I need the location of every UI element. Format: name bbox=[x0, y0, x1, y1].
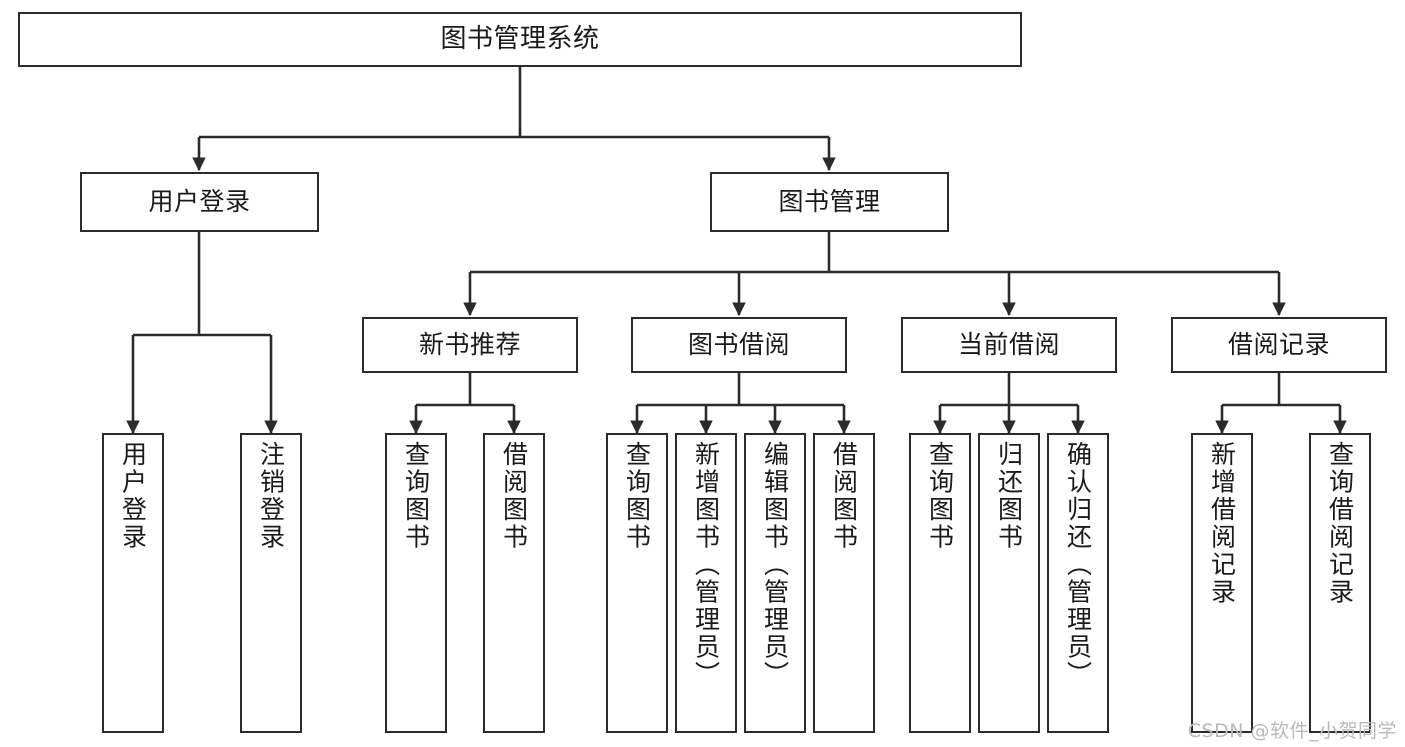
node-label: 借阅图书 bbox=[829, 441, 859, 551]
node-current-borrow[interactable]: 当前借阅 bbox=[901, 317, 1117, 373]
leaf-user-login[interactable]: 用户登录 bbox=[102, 433, 164, 733]
node-label: 查询图书 bbox=[622, 441, 652, 551]
leaf-current-confirm-return-admin[interactable]: 确认归还（管理员） bbox=[1047, 433, 1109, 733]
leaf-record-add-borrow-record[interactable]: 新增借阅记录 bbox=[1191, 433, 1253, 733]
node-label: 新增借阅记录 bbox=[1207, 441, 1237, 606]
leaf-borrow-borrow-book[interactable]: 借阅图书 bbox=[813, 433, 875, 733]
leaf-recommend-query-book[interactable]: 查询图书 bbox=[385, 433, 447, 733]
node-user-login[interactable]: 用户登录 bbox=[80, 172, 319, 232]
node-label: 图书管理系统 bbox=[440, 23, 600, 54]
leaf-current-return-book[interactable]: 归还图书 bbox=[978, 433, 1040, 733]
leaf-borrow-add-book-admin[interactable]: 新增图书（管理员） bbox=[675, 433, 737, 733]
node-label: 用户登录 bbox=[148, 187, 251, 216]
node-book-management[interactable]: 图书管理 bbox=[710, 172, 949, 232]
node-borrow-record[interactable]: 借阅记录 bbox=[1171, 317, 1387, 373]
node-label: 查询图书 bbox=[401, 441, 431, 551]
node-label: 图书管理 bbox=[778, 187, 881, 216]
node-root-system[interactable]: 图书管理系统 bbox=[18, 12, 1022, 67]
node-new-book-recommend[interactable]: 新书推荐 bbox=[362, 317, 578, 373]
node-label: 查询图书 bbox=[925, 441, 955, 551]
node-label: 查询借阅记录 bbox=[1325, 441, 1355, 606]
leaf-current-query-book[interactable]: 查询图书 bbox=[909, 433, 971, 733]
leaf-borrow-edit-book-admin[interactable]: 编辑图书（管理员） bbox=[744, 433, 806, 733]
leaf-record-query-borrow-record[interactable]: 查询借阅记录 bbox=[1309, 433, 1371, 733]
node-book-borrow[interactable]: 图书借阅 bbox=[631, 317, 847, 373]
leaf-recommend-borrow-book[interactable]: 借阅图书 bbox=[483, 433, 545, 733]
node-label: 借阅图书 bbox=[499, 441, 529, 551]
node-label: 新增图书（管理员） bbox=[691, 441, 721, 689]
node-label: 确认归还（管理员） bbox=[1063, 441, 1093, 689]
csdn-watermark: CSDN @软件_小贺同学 bbox=[1187, 720, 1397, 742]
leaf-user-logout[interactable]: 注销登录 bbox=[240, 433, 302, 733]
node-label: 编辑图书（管理员） bbox=[760, 441, 790, 689]
leaf-borrow-query-book[interactable]: 查询图书 bbox=[606, 433, 668, 733]
node-label: 归还图书 bbox=[994, 441, 1024, 551]
node-label: 新书推荐 bbox=[418, 330, 521, 359]
node-label: 图书借阅 bbox=[687, 330, 790, 359]
node-label: 借阅记录 bbox=[1227, 330, 1330, 359]
node-label: 注销登录 bbox=[256, 441, 286, 551]
node-label: 用户登录 bbox=[118, 441, 148, 551]
node-label: 当前借阅 bbox=[957, 330, 1060, 359]
